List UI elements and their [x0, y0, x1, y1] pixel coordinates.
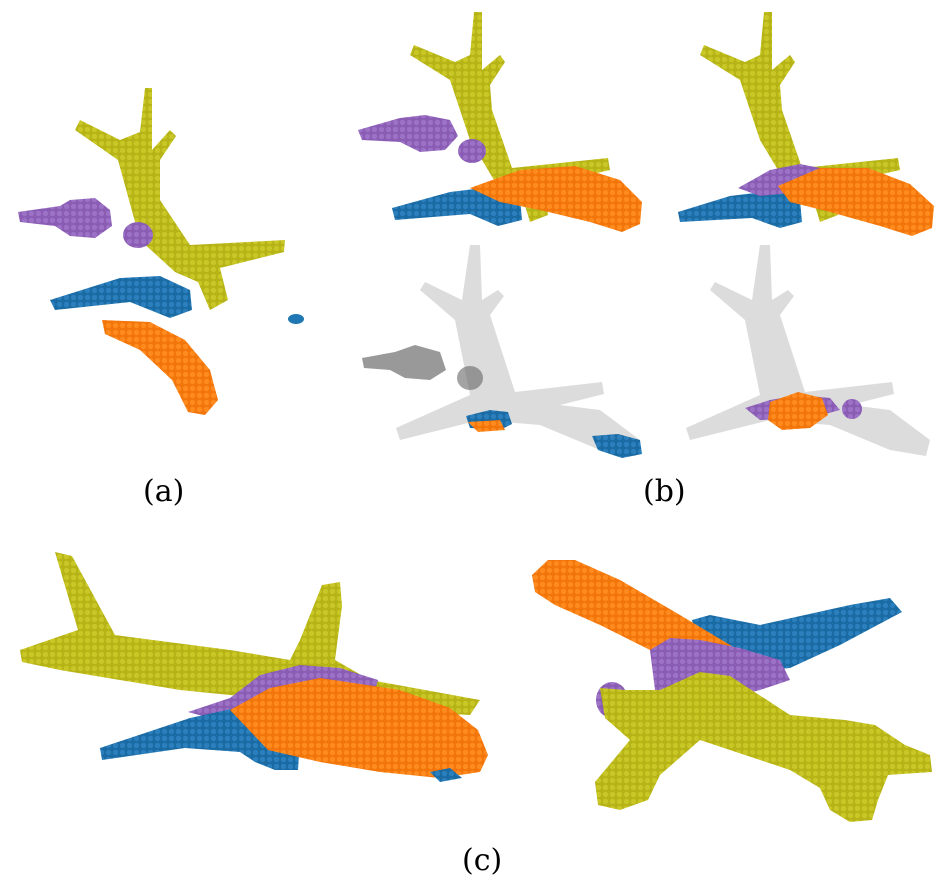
panel-a: [18, 88, 304, 415]
b1-engine-ring: [458, 139, 486, 163]
b3-ghost-engine: [362, 345, 446, 380]
panel-a-fuselage: [102, 320, 218, 415]
panel-c-right: [532, 560, 932, 822]
b3-fuselage-detected: [468, 420, 505, 432]
panel-a-wing: [50, 276, 192, 318]
b1-engine: [358, 115, 458, 152]
panel-b-top-left: [358, 12, 642, 232]
c2-body: [595, 672, 932, 822]
c1-body: [20, 552, 480, 715]
b2-fuselage: [778, 168, 934, 236]
panel-c-left: [20, 552, 488, 782]
panel-b-bottom-left: [362, 245, 642, 458]
c1-tip: [430, 768, 462, 782]
b2-wing: [678, 190, 802, 228]
b3-tip-detected: [592, 434, 642, 458]
b3-ghost-engine-ring: [457, 366, 483, 390]
panel-a-engine: [18, 198, 112, 238]
panel-b-top-right: [678, 12, 934, 236]
panel-a-body: [75, 88, 285, 310]
caption-a: (a): [143, 474, 185, 509]
b3-ghost-body: [396, 245, 640, 456]
caption-b: (b): [643, 474, 686, 509]
c1-fuselage: [230, 678, 488, 778]
b4-ghost-body: [686, 245, 930, 456]
panel-a-wingtip: [288, 314, 304, 324]
b4-engine-ring: [842, 399, 862, 419]
panel-b-bottom-right: [686, 245, 930, 456]
caption-c: (c): [462, 843, 503, 878]
panel-a-engine-ring: [123, 222, 153, 248]
b1-fuselage: [470, 166, 642, 232]
b4-fuselage-detected: [768, 392, 828, 430]
